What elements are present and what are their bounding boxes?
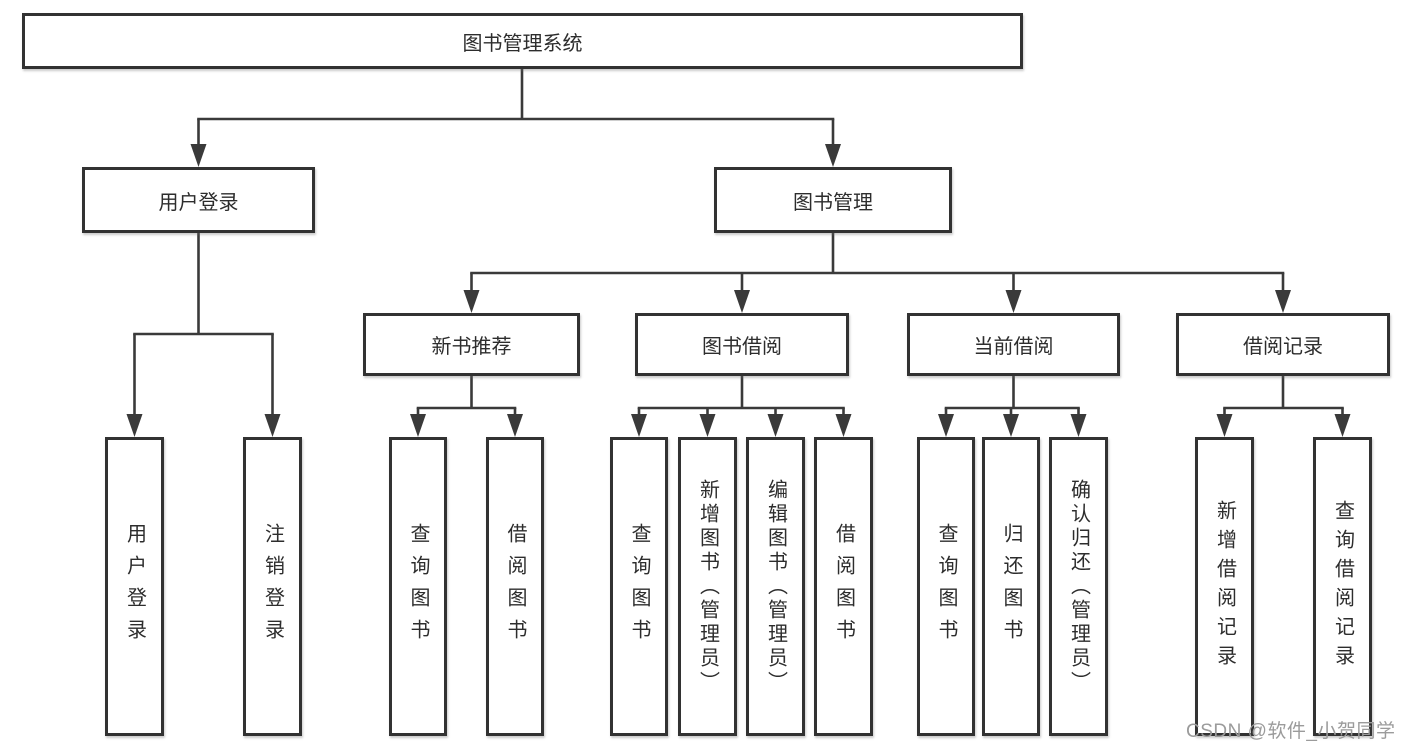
node-root: 图书管理系统 [22,13,1023,69]
leaf-add-borrow-record-label: 新增借阅记录 [1213,499,1236,674]
leaf-query-borrow-record-label: 查询借阅记录 [1331,499,1354,674]
arrowhead-icon [767,414,784,437]
leaf-borrowing-borrow-books-label: 借阅图书 [832,522,855,651]
arrowhead-icon [825,144,841,167]
node-book-borrowing: 图书借阅 [635,313,849,376]
arrowhead-icon [631,414,647,437]
arrowhead-icon [734,290,750,313]
leaf-edit-books-admin-label: 编辑图书（管理员） [764,478,787,695]
arrowhead-icon [1275,290,1291,313]
node-borrow-records: 借阅记录 [1176,313,1390,376]
leaf-borrowing-borrow-books: 借阅图书 [814,437,873,736]
arrowhead-icon [835,414,852,437]
leaf-current-query-books: 查询图书 [917,437,975,736]
arrowhead-icon [507,414,523,437]
leaf-newbooks-query-books-label: 查询图书 [407,522,429,651]
leaf-user-login-label: 用户登录 [123,522,146,651]
leaf-add-borrow-record: 新增借阅记录 [1195,437,1254,736]
arrowhead-icon [1334,414,1351,437]
node-book-management: 图书管理 [714,167,952,233]
leaf-query-borrow-record: 查询借阅记录 [1313,437,1372,736]
leaf-confirm-return-admin: 确认归还（管理员） [1049,437,1108,736]
leaf-return-books: 归还图书 [982,437,1040,736]
arrowhead-icon [1005,290,1022,313]
leaf-return-books-label: 归还图书 [1000,522,1022,651]
leaf-confirm-return-admin-label: 确认归还（管理员） [1067,478,1090,695]
arrowhead-icon [463,290,480,313]
node-new-book-recommend: 新书推荐 [363,313,580,376]
leaf-logout-label: 注销登录 [261,522,284,651]
node-current-borrowing: 当前借阅 [907,313,1120,376]
leaf-borrowing-query-books: 查询图书 [610,437,668,736]
leaf-edit-books-admin: 编辑图书（管理员） [746,437,805,736]
leaf-logout: 注销登录 [243,437,302,736]
leaf-newbooks-query-books: 查询图书 [389,437,447,736]
leaf-newbooks-borrow-books: 借阅图书 [486,437,544,736]
arrowhead-icon [1070,414,1087,437]
arrowhead-icon [126,414,143,437]
arrowhead-icon [1003,414,1019,437]
leaf-borrowing-query-books-label: 查询图书 [628,522,650,651]
leaf-current-query-books-label: 查询图书 [935,522,957,651]
arrowhead-icon [938,414,954,437]
csdn-watermark: CSDN @软件_小贺同学 [1186,721,1396,742]
arrowhead-icon [1216,414,1233,437]
arrowhead-icon [410,414,426,437]
node-user-login: 用户登录 [82,167,315,233]
leaf-add-books-admin-label: 新增图书（管理员） [696,478,719,695]
arrowhead-icon [190,144,207,167]
arrowhead-icon [264,414,281,437]
leaf-user-login: 用户登录 [105,437,164,736]
leaf-add-books-admin: 新增图书（管理员） [678,437,737,736]
arrowhead-icon [699,414,716,437]
leaf-newbooks-borrow-books-label: 借阅图书 [504,522,526,651]
